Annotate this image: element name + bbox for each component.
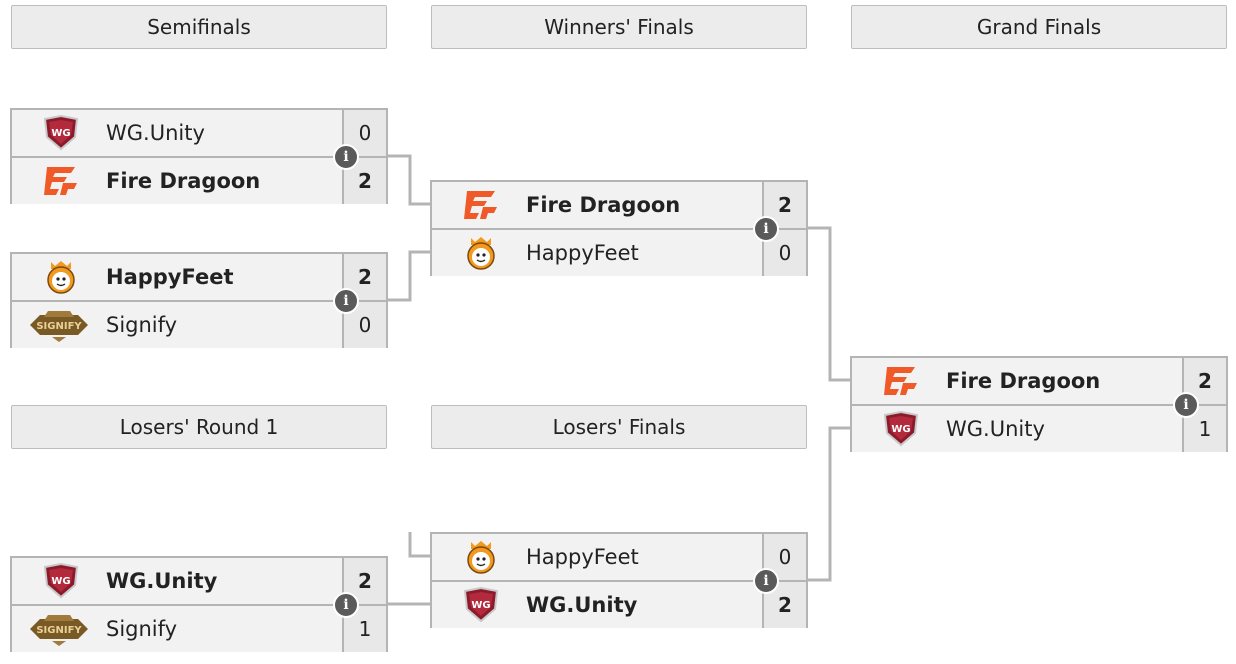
team-score: 0 [762, 534, 806, 580]
connector-dropin-losers-final [408, 532, 432, 558]
match-slot-top[interactable]: WG.Unity 0 [12, 110, 386, 158]
round-header-semifinals: Semifinals [11, 5, 387, 49]
team-score: 2 [762, 182, 806, 228]
team-name: WG.Unity [526, 593, 638, 617]
match-losers-final[interactable]: HappyFeet 0 WG.Unity 2 [430, 532, 808, 628]
match-grand-final[interactable]: Fire Dragoon 2 WG.Unity 1 [850, 356, 1228, 452]
round-header-losers-round-1: Losers' Round 1 [11, 405, 387, 449]
team-score: 1 [342, 606, 386, 652]
match-losers-round-1[interactable]: WG.Unity 2 Signify 1 [10, 556, 388, 652]
info-icon[interactable]: i [333, 144, 359, 170]
team-name: Signify [106, 617, 178, 641]
match-slot-top[interactable]: WG.Unity 2 [12, 558, 386, 606]
info-icon[interactable]: i [753, 568, 779, 594]
match-slot-bottom[interactable]: Signify 1 [12, 606, 386, 652]
info-icon[interactable]: i [1173, 392, 1199, 418]
team-name: Fire Dragoon [946, 369, 1101, 393]
match-slot-bottom[interactable]: Fire Dragoon 2 [12, 158, 386, 204]
info-icon[interactable]: i [333, 288, 359, 314]
round-header-losers-finals: Losers' Finals [431, 405, 807, 449]
connector-losers-final-grand-final [808, 426, 852, 582]
match-slot-bottom[interactable]: HappyFeet 0 [432, 230, 806, 276]
team-name: HappyFeet [106, 265, 234, 289]
team-name: Fire Dragoon [526, 193, 681, 217]
team-name: WG.Unity [946, 417, 1045, 441]
match-semifinal-1[interactable]: WG.Unity 0 Fire Dragoon 2 [10, 108, 388, 204]
round-header-winners-finals: Winners' Finals [431, 5, 807, 49]
team-name: Signify [106, 313, 178, 337]
match-semifinal-2[interactable]: HappyFeet 2 Signify 0 [10, 252, 388, 348]
info-icon[interactable]: i [753, 216, 779, 242]
match-slot-bottom[interactable]: WG.Unity 2 [432, 582, 806, 628]
connector-winners-final-grand-final [808, 226, 852, 382]
connector-semi2-winners-final [388, 250, 432, 302]
match-slot-bottom[interactable]: WG.Unity 1 [852, 406, 1226, 452]
team-name: WG.Unity [106, 569, 218, 593]
match-slot-bottom[interactable]: Signify 0 [12, 302, 386, 348]
match-slot-top[interactable]: Fire Dragoon 2 [432, 182, 806, 230]
team-name: HappyFeet [526, 241, 639, 265]
team-score: 2 [342, 254, 386, 300]
connector-semi1-winners-final [388, 154, 432, 206]
team-name: WG.Unity [106, 121, 205, 145]
team-score: 1 [1182, 406, 1226, 452]
match-winners-final[interactable]: Fire Dragoon 2 HappyFeet 0 [430, 180, 808, 276]
team-name: HappyFeet [526, 545, 639, 569]
match-slot-top[interactable]: HappyFeet 0 [432, 534, 806, 582]
round-header-grand-finals: Grand Finals [851, 5, 1227, 49]
team-name: Fire Dragoon [106, 169, 261, 193]
match-slot-top[interactable]: HappyFeet 2 [12, 254, 386, 302]
team-score: 2 [762, 582, 806, 628]
info-icon[interactable]: i [333, 592, 359, 618]
